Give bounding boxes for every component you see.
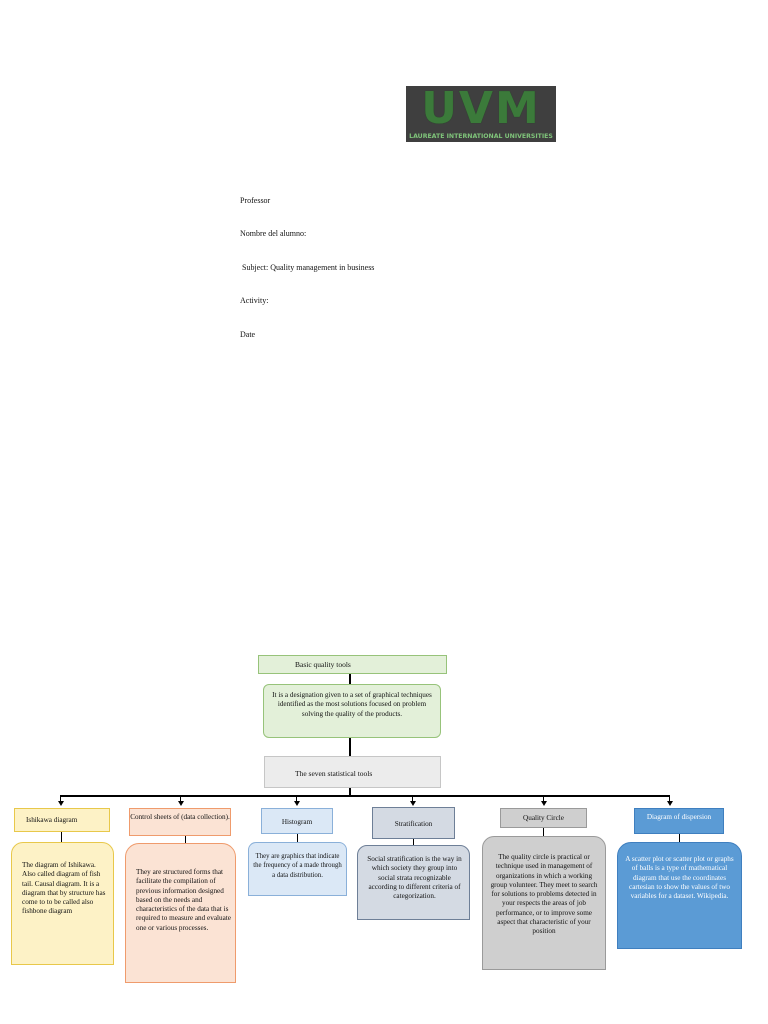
branch-drop xyxy=(543,795,544,802)
subject-field: Subject: Quality management in business xyxy=(242,263,375,272)
connector-line xyxy=(679,834,680,842)
branch-drop xyxy=(180,795,181,802)
tool-label-quality-circle: Quality Circle xyxy=(500,808,587,828)
connector-line xyxy=(185,836,186,843)
arrow-down-icon xyxy=(293,801,300,806)
logo-wordmark: UVM xyxy=(421,86,541,134)
tool-label-control-sheets: Control sheets of (data collection). xyxy=(129,808,231,836)
tool-body-quality-circle: The quality circle is practical or techn… xyxy=(482,836,606,970)
branch-drop xyxy=(60,795,61,802)
tool-label-histogram: Histogram xyxy=(261,808,333,834)
arrow-down-icon xyxy=(666,801,673,806)
arrow-down-icon xyxy=(57,801,64,806)
tool-body-stratification: Social stratification is the way in whic… xyxy=(357,845,470,920)
tool-label-stratification: Stratification xyxy=(372,807,455,839)
branch-bar xyxy=(60,795,670,797)
tool-label-dispersion: Diagram of dispersion xyxy=(634,808,724,834)
tool-body-histogram: They are graphics that indicate the freq… xyxy=(248,842,347,896)
branch-drop xyxy=(296,795,297,802)
branch-drop xyxy=(412,795,413,802)
connector-line xyxy=(349,788,351,797)
student-name-field: Nombre del alumno: xyxy=(240,229,307,238)
connector-line xyxy=(413,839,414,845)
connector-line xyxy=(543,828,544,836)
professor-field: Professor xyxy=(240,196,271,205)
arrow-down-icon xyxy=(177,801,184,806)
seven-tools-box: The seven statistical tools xyxy=(264,756,441,788)
diagram-title-box: Basic quality tools xyxy=(258,655,447,674)
logo-tagline: LAUREATE INTERNATIONAL UNIVERSITIES xyxy=(409,133,553,140)
tool-body-ishikawa: The diagram of Ishikawa. Also called dia… xyxy=(11,842,114,965)
connector-line xyxy=(297,834,298,842)
connector-line xyxy=(349,674,351,684)
date-field: Date xyxy=(240,330,256,339)
branch-drop xyxy=(669,795,670,802)
tool-body-dispersion: A scatter plot or scatter plot or graphs… xyxy=(617,842,742,949)
arrow-down-icon xyxy=(540,801,547,806)
arrow-down-icon xyxy=(409,801,416,806)
definition-box: It is a designation given to a set of gr… xyxy=(263,684,441,738)
connector-line xyxy=(61,832,62,842)
tool-body-control-sheets: They are structured forms that facilitat… xyxy=(125,843,236,983)
activity-field: Activity: xyxy=(240,296,269,305)
uvm-logo: UVM LAUREATE INTERNATIONAL UNIVERSITIES xyxy=(406,86,556,142)
connector-line xyxy=(349,738,351,756)
tool-label-ishikawa: Ishikawa diagram xyxy=(14,808,110,832)
